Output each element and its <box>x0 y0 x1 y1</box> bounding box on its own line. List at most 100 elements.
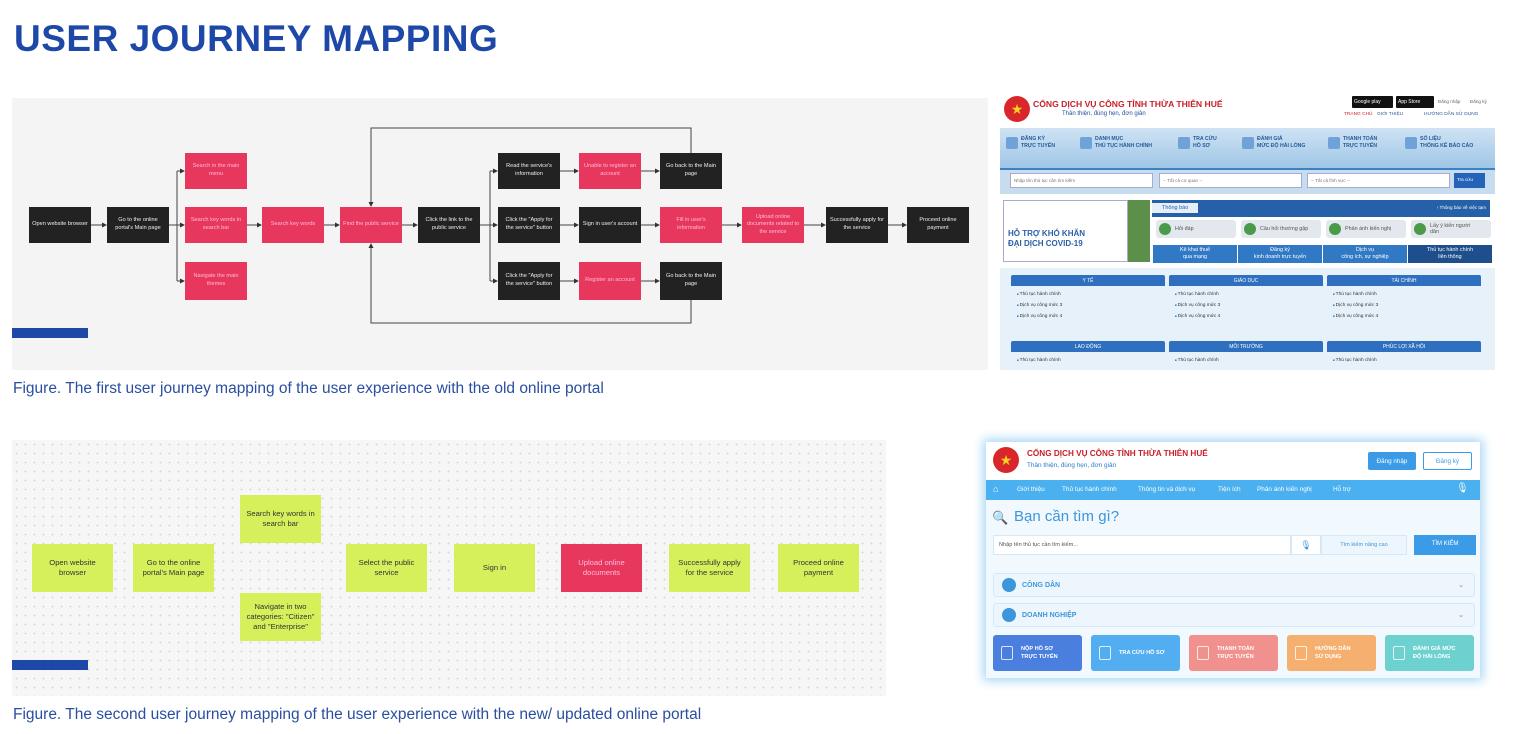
category-link[interactable]: Thủ tục hành chính <box>1011 358 1165 363</box>
site-title: CỔNG DỊCH VỤ CÔNG TỈNH THỪA THIÊN HUẾ <box>1033 99 1223 109</box>
nav-guide[interactable]: HƯỚNG DẪN SỬ DỤNG <box>1424 112 1479 117</box>
journey-step: Proceed online payment <box>907 207 969 243</box>
category-header[interactable]: MÔI TRƯỜNG <box>1169 341 1323 352</box>
category-link[interactable]: Dịch vụ công mức 4 <box>1327 314 1481 319</box>
category-header[interactable]: TÀI CHÍNH <box>1327 275 1481 286</box>
microphone-icon[interactable]: 🎙 <box>1456 483 1469 494</box>
register-button[interactable]: Đăng ký <box>1423 452 1472 470</box>
search-button[interactable]: TÌM KIẾM <box>1414 535 1476 555</box>
tagline: Thân thiện, đúng hẹn, đơn giản <box>1062 111 1146 117</box>
category-link[interactable]: Dịch vụ công mức 4 <box>1169 314 1323 319</box>
category-link[interactable]: Thủ tục hành chính <box>1011 292 1165 297</box>
agency-select[interactable]: -- Tất cả cơ quan -- <box>1159 173 1302 188</box>
login-button[interactable]: Đăng nhập <box>1368 452 1416 470</box>
journey-step: Sign in <box>454 544 535 592</box>
journey-step: Unable to register an account <box>579 153 641 189</box>
login-link[interactable]: Đăng nhập <box>1438 99 1461 104</box>
briefcase-icon <box>1002 608 1016 622</box>
home-icon[interactable]: ⌂ <box>993 484 999 494</box>
category-card: Y TẾ Thủ tục hành chínhDịch vụ công mức 3… <box>1011 275 1165 319</box>
accent-bar <box>12 328 88 338</box>
photo-thumbnail <box>1128 200 1150 262</box>
enterprise-accordion[interactable]: DOANH NGHIỆP⌄ <box>993 603 1475 627</box>
nav-info-services[interactable]: Thông tin và dịch vụ <box>1138 486 1196 493</box>
chevron-down-icon: ⌄ <box>1458 582 1464 589</box>
journey-step: Proceed online payment <box>778 544 859 592</box>
journey-step: Click the "Apply for the service" button <box>498 262 560 300</box>
nav-support[interactable]: Hỗ trợ <box>1333 486 1352 493</box>
category-link[interactable]: Dịch vụ công mức 3 <box>1169 303 1323 308</box>
journey-step: Go to the online portal's Main page <box>133 544 214 592</box>
category-link[interactable]: Thủ tục hành chính <box>1327 358 1481 363</box>
google-play-badge[interactable]: Google play <box>1352 96 1393 108</box>
category-link[interactable]: Dịch vụ công mức 3 <box>1327 303 1481 308</box>
journey-step: Search key words <box>262 207 324 243</box>
category-link[interactable]: Thủ tục hành chính <box>1169 358 1323 363</box>
quick-link[interactable]: Hỏi đáp <box>1156 220 1236 238</box>
search-heading: Bạn cần tìm gì? <box>1014 508 1120 525</box>
logo-emblem-icon: ★ <box>1004 96 1030 122</box>
voice-search-icon[interactable]: 🎙 <box>1291 535 1321 555</box>
quick-link-icon <box>1159 223 1171 235</box>
register-link[interactable]: Đăng ký <box>1470 99 1487 104</box>
category-link[interactable]: Dịch vụ công mức 4 <box>1011 314 1165 319</box>
search-input[interactable]: Nhập tên thủ tục cần tìm kiếm... <box>993 535 1291 555</box>
search-input[interactable]: Nhập tên thủ tục cần tìm kiếm <box>1010 173 1153 188</box>
nav-feedback[interactable]: Phản ánh kiến nghị <box>1257 486 1312 493</box>
nav-about[interactable]: Giới thiệu <box>1017 486 1045 493</box>
journey-step: Open website browser <box>29 207 91 243</box>
category-header[interactable]: LAO ĐỘNG <box>1011 341 1165 352</box>
site-title: CỔNG DỊCH VỤ CÔNG TỈNH THỪA THIÊN HUẾ <box>1027 449 1208 458</box>
banner-line-1: HỖ TRỢ KHÓ KHĂN <box>1008 229 1086 238</box>
quick-link[interactable]: Câu hỏi thường gặp <box>1241 220 1321 238</box>
category-link[interactable]: Thủ tục hành chính <box>1327 292 1481 297</box>
field-select[interactable]: -- Tất cả lĩnh vực -- <box>1307 173 1450 188</box>
nav-procedures[interactable]: Thủ tục hành chính <box>1062 486 1117 493</box>
tagline: Thân thiện, đúng hẹn, đơn giản <box>1027 462 1117 469</box>
category-grid: Y TẾThủ tục hành chínhDịch vụ công mức 3… <box>1000 268 1495 370</box>
category-header[interactable]: PHÚC LỢI XÃ HỘI <box>1327 341 1481 352</box>
statistics-icon <box>1405 137 1417 150</box>
quick-link[interactable]: Lấy ý kiến người dân <box>1411 220 1491 238</box>
nav-utilities[interactable]: Tiện ích <box>1218 486 1241 493</box>
journey-step: Fill in user's information <box>660 207 722 243</box>
journey-step: Search key words in search bar <box>240 495 321 543</box>
page-title: USER JOURNEY MAPPING <box>14 18 499 59</box>
category-link[interactable]: Dịch vụ công mức 3 <box>1011 303 1165 308</box>
chevron-down-icon: ⌄ <box>1458 612 1464 619</box>
app-store-badge[interactable]: App Store <box>1396 96 1434 108</box>
quick-link[interactable]: Phản ánh kiến nghị <box>1326 220 1406 238</box>
tile-icon <box>1099 646 1111 660</box>
notice-text[interactable]: › Thông báo về việc tạm <box>1436 205 1486 210</box>
category-header[interactable]: GIÁO DỤC <box>1169 275 1323 286</box>
journey-step: Navigate in two categories: "Citizen" an… <box>240 593 321 641</box>
old-portal-screenshot: ★ CỔNG DỊCH VỤ CÔNG TỈNH THỪA THIÊN HUẾ … <box>1000 92 1495 370</box>
accent-bar <box>12 660 88 670</box>
category-link[interactable]: Thủ tục hành chính <box>1169 292 1323 297</box>
journey-step: Register an account <box>579 262 641 300</box>
category-header[interactable]: Y TẾ <box>1011 275 1165 286</box>
advanced-search-link[interactable]: Tìm kiếm nâng cao <box>1321 535 1407 555</box>
nav-about[interactable]: GIỚI THIỆU <box>1377 112 1404 117</box>
citizen-accordion[interactable]: CÔNG DÂN⌄ <box>993 573 1475 597</box>
nav-home[interactable]: TRANG CHỦ <box>1344 112 1373 117</box>
quick-service-tile[interactable]: TRA CỨU HỒ SƠ <box>1091 635 1180 671</box>
search-button[interactable]: Tra cứu <box>1454 173 1485 188</box>
banner-line-2: ĐẠI DỊCH COVID-19 <box>1008 239 1083 249</box>
